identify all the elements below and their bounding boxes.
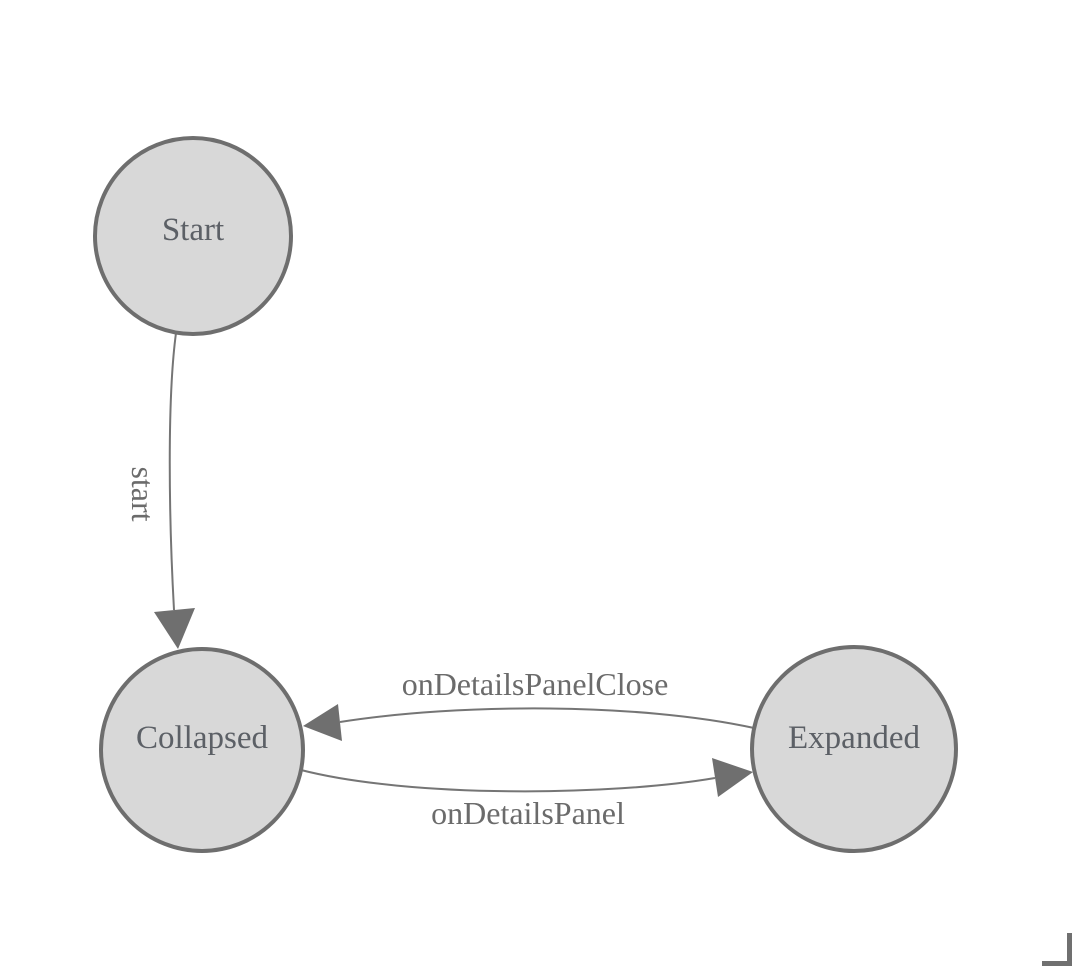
node-start-circle bbox=[93, 136, 293, 336]
edge-line-on-details-panel bbox=[300, 769, 716, 793]
edge-label-start: start bbox=[125, 466, 161, 521]
resize-corner-vertical-bar[interactable] bbox=[1067, 933, 1072, 966]
arrowhead-left-icon bbox=[303, 704, 342, 741]
edge-line-start bbox=[168, 332, 177, 611]
arrowhead-down-icon bbox=[154, 608, 195, 649]
edge-start-to-collapsed: start bbox=[125, 332, 195, 649]
edge-line-on-details-panel-close bbox=[339, 707, 755, 729]
node-start: Start bbox=[93, 136, 293, 336]
edge-expanded-to-collapsed: onDetailsPanelClose bbox=[303, 666, 755, 741]
node-collapsed-label: Collapsed bbox=[136, 720, 268, 756]
node-collapsed-circle bbox=[99, 647, 305, 853]
edge-label-on-details-panel-close: onDetailsPanelClose bbox=[402, 666, 669, 702]
node-expanded-label: Expanded bbox=[788, 720, 920, 756]
node-collapsed: Collapsed bbox=[99, 647, 305, 853]
node-start-label: Start bbox=[162, 212, 224, 248]
arrowhead-right-icon bbox=[712, 758, 753, 797]
node-expanded-circle bbox=[750, 645, 958, 853]
node-expanded: Expanded bbox=[750, 645, 958, 853]
resize-corner-handle[interactable] bbox=[1042, 933, 1072, 966]
edge-collapsed-to-expanded: onDetailsPanel bbox=[300, 758, 753, 831]
edge-label-on-details-panel: onDetailsPanel bbox=[431, 795, 625, 831]
resize-corner-horizontal-bar[interactable] bbox=[1042, 961, 1072, 966]
